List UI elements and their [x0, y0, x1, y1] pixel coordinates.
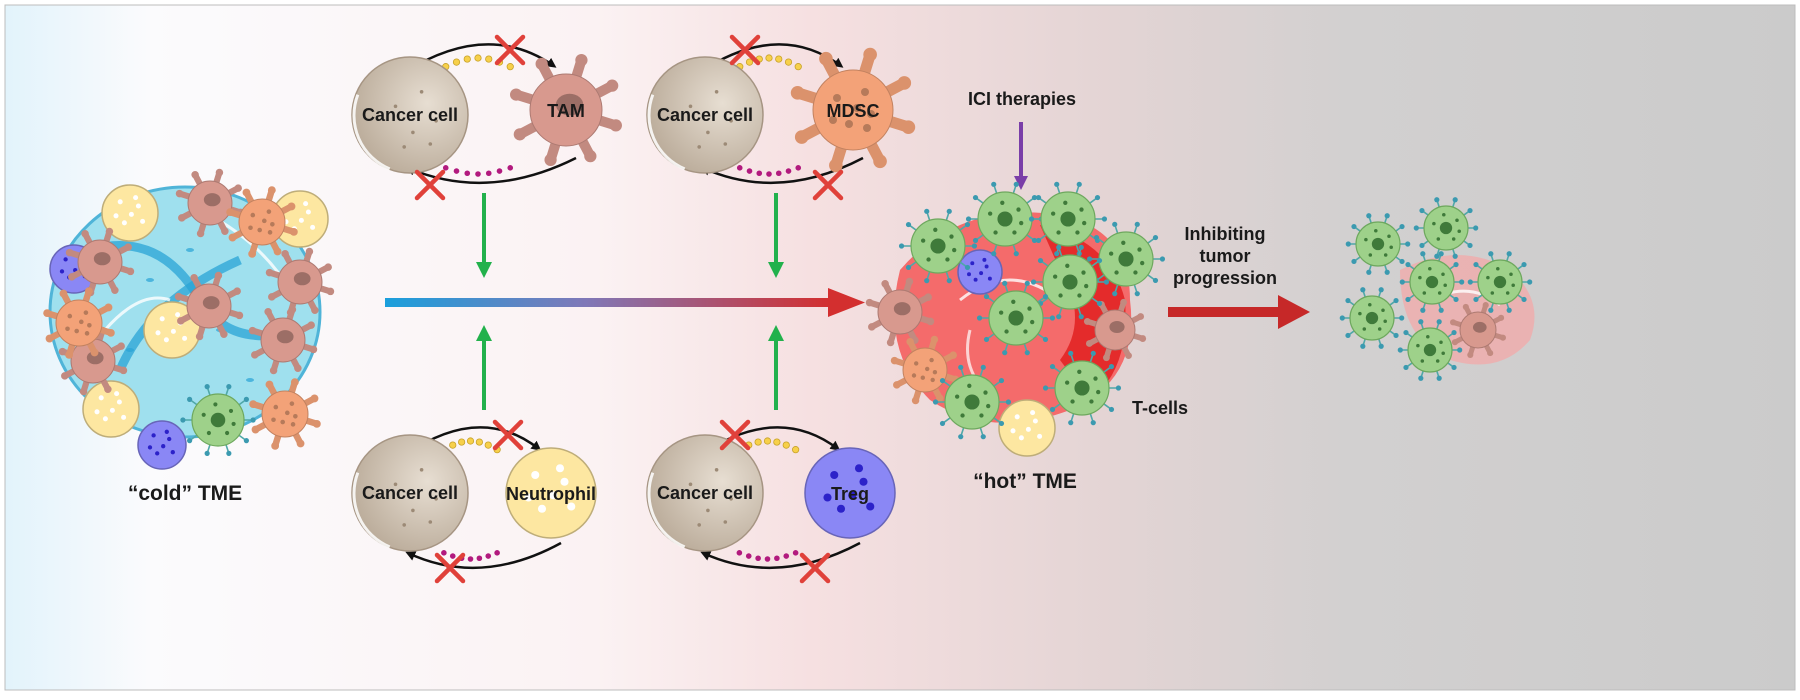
- ici-therapies-label: ICI therapies: [968, 89, 1076, 109]
- main-transition-arrow: [385, 288, 865, 317]
- inhibition-arrow: [1168, 295, 1310, 329]
- tumor-label: tumor: [1200, 246, 1251, 266]
- blocked-signal-x-top: [719, 419, 751, 451]
- hot-neutrophil: [998, 399, 1056, 457]
- result-tcell-3: [1399, 251, 1465, 313]
- blocked-signal-x-top: [492, 419, 524, 451]
- cold-treg-1: [137, 420, 187, 470]
- hot-treg: [957, 249, 1003, 295]
- cancer-cell-neutrophil: [351, 434, 469, 552]
- cold-tme-label: “cold” TME: [128, 482, 242, 505]
- hot-tcell-4: [1030, 244, 1110, 320]
- partner-cell-label-treg: Treg: [831, 484, 869, 504]
- blocked-signal-x-top: [494, 34, 526, 66]
- hot-tcell-2: [1028, 181, 1108, 257]
- cold-neutrophil-0: [101, 184, 159, 242]
- tam-cell: [510, 54, 622, 166]
- blocked-signal-x-bottom: [434, 552, 466, 584]
- signal-arrow-bottom: [405, 541, 562, 570]
- hot-tam-0: [865, 277, 935, 347]
- cold-mdsc-0: [226, 186, 298, 258]
- cancer-cell-label: Cancer cell: [657, 483, 753, 503]
- result-tcell-0: [1345, 213, 1411, 275]
- partner-cell-label-neutrophil: Neutrophil: [506, 484, 596, 504]
- hot-mdsc: [890, 335, 960, 405]
- hot-tcell-6: [1042, 350, 1122, 426]
- result-tam: [1450, 302, 1506, 358]
- cancer-cell-label: Cancer cell: [362, 105, 458, 125]
- treg-cell: [804, 447, 896, 539]
- signal-arrow-bottom: [700, 541, 861, 570]
- mdsc-cell: [790, 47, 916, 173]
- cell-layer: [43, 168, 1533, 470]
- cold-mdsc-2: [249, 378, 321, 450]
- blocked-signal-x-top: [729, 34, 761, 66]
- result-tcell-5: [1397, 319, 1463, 381]
- result-tcell-2: [1467, 251, 1533, 313]
- result-tcell-1: [1413, 197, 1479, 259]
- hot-tcell-3: [1086, 221, 1166, 297]
- progression-label: progression: [1173, 268, 1277, 288]
- cancer-cell-tam: [351, 56, 469, 174]
- interaction-panel-treg: Cancer cell Treg: [646, 419, 896, 584]
- inhibiting-label: Inhibiting: [1185, 224, 1266, 244]
- cold-tam-3: [174, 271, 244, 341]
- neutrophil-cell: [505, 447, 597, 539]
- signal-arrow-bottom: [700, 156, 864, 185]
- hot-tam-1: [1083, 298, 1147, 362]
- partner-cell-label-tam: TAM: [547, 101, 585, 121]
- interaction-panel-neutrophil: Cancer cell Neutrophil: [351, 419, 597, 584]
- hot-tcell-5: [976, 280, 1056, 356]
- green-arrows: [476, 193, 784, 410]
- cold-neutrophil-3: [82, 380, 140, 438]
- cancer-cell-mdsc: [646, 56, 764, 174]
- interaction-panel-tam: Cancer cell TAM: [351, 34, 622, 201]
- cold-tam-1: [65, 227, 135, 297]
- cancer-cell-treg: [646, 434, 764, 552]
- cold-tcell: [180, 384, 256, 456]
- signal-arrow-bottom: [405, 156, 577, 185]
- cold-tam-5: [248, 305, 318, 375]
- cancer-cell-label: Cancer cell: [362, 483, 458, 503]
- blocked-signal-x-bottom: [812, 169, 844, 201]
- hot-tme-label: “hot” TME: [973, 470, 1077, 493]
- blocked-signal-x-bottom: [799, 552, 831, 584]
- hot-tcell-1: [965, 181, 1045, 257]
- blocked-signal-x-bottom: [414, 169, 446, 201]
- interaction-panel-mdsc: Cancer cell MDSC: [646, 34, 916, 201]
- cold-mdsc-1: [43, 287, 115, 359]
- hot-tcell-0: [898, 208, 978, 284]
- tcells-label: T-cells: [1132, 398, 1188, 418]
- result-tcell-4: [1339, 287, 1405, 349]
- cancer-cell-label: Cancer cell: [657, 105, 753, 125]
- hot-tcell-7: [932, 364, 1012, 440]
- partner-cell-label-mdsc: MDSC: [827, 101, 880, 121]
